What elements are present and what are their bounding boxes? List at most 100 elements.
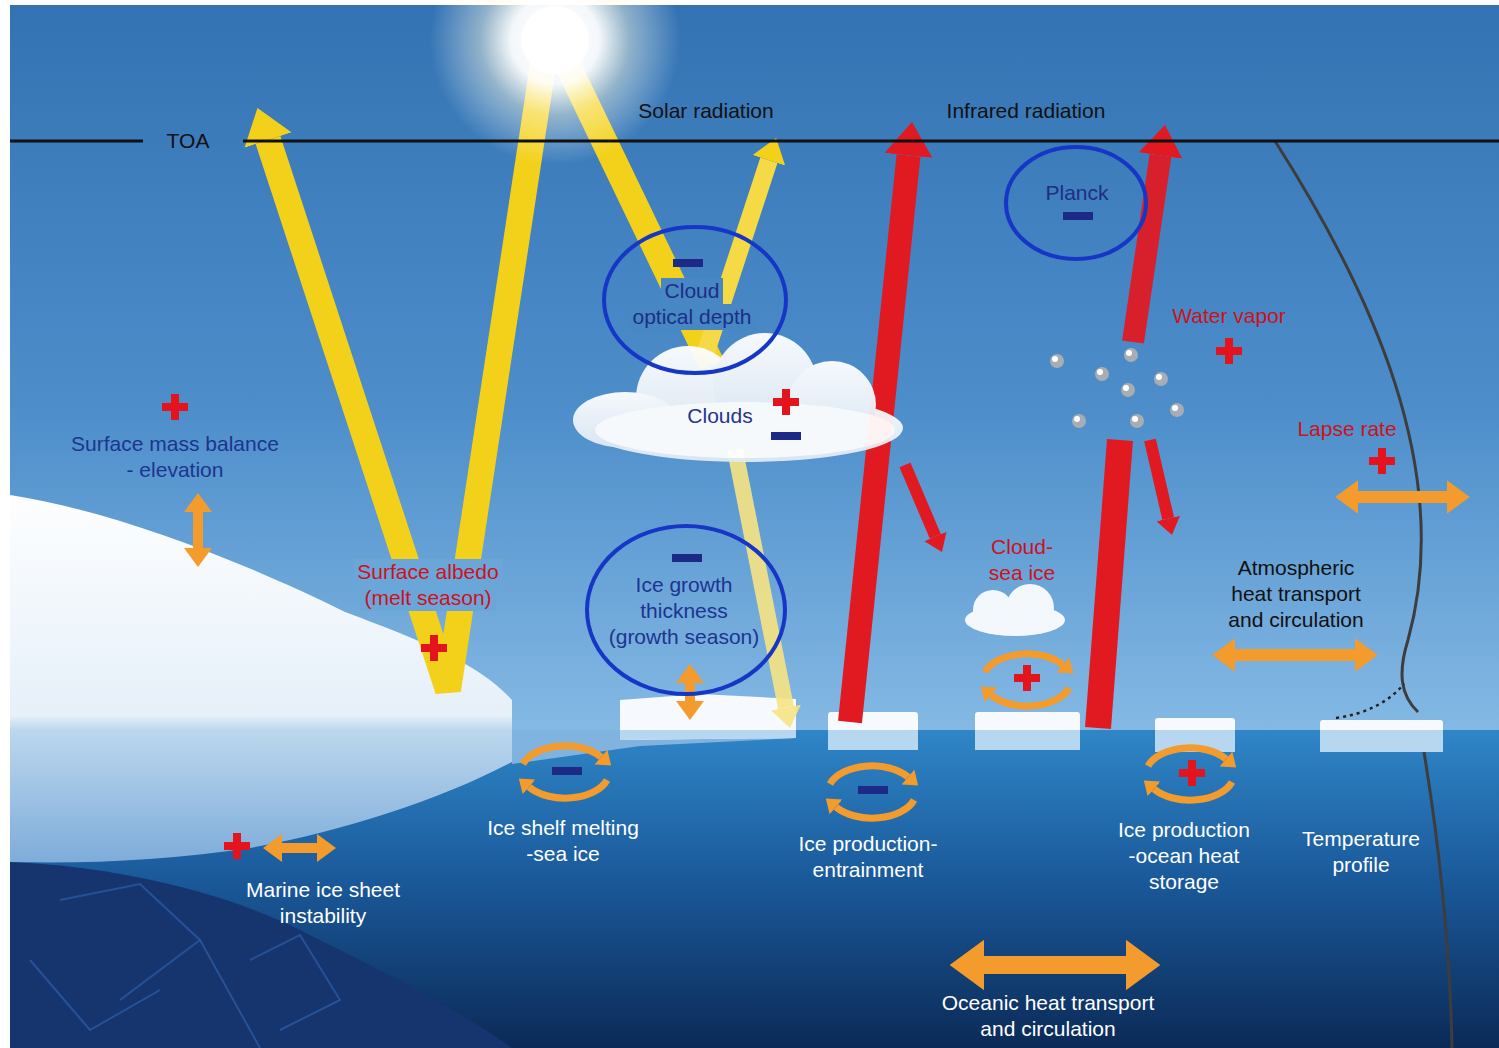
feedback-cycle: [1148, 748, 1232, 800]
negative-feedback-sign: [1063, 212, 1093, 220]
text-line: -ocean heat: [1129, 843, 1240, 869]
text-line: entrainment: [813, 857, 924, 883]
text-line: Atmospheric: [1238, 555, 1355, 581]
feedback-name: Ice growth thickness (growth season): [608, 572, 760, 650]
feedback-cycle: [830, 766, 914, 818]
infrared-arrow: [1098, 440, 1120, 728]
illustration-part: [1156, 374, 1162, 380]
text-line: Ice production: [1118, 817, 1250, 843]
illustration-part: [620, 694, 796, 740]
negative-feedback-sign: [552, 767, 582, 775]
illustration-part: [1126, 350, 1132, 356]
feedback-cycle: [985, 654, 1069, 706]
illustration-part: [836, 800, 914, 818]
text-line: Planck: [1045, 180, 1108, 206]
illustration-part: [1050, 354, 1064, 368]
illustration-part: [60, 884, 200, 1000]
ellipse-shape: [1006, 147, 1146, 259]
feedback-label: Cloud- sea ice: [988, 534, 1056, 586]
ellipse-outline: [585, 524, 787, 696]
toa-line: [243, 140, 1499, 143]
text-line: Surface albedo: [353, 559, 502, 585]
text-line: instability: [280, 903, 366, 929]
text-line: (growth season): [609, 624, 760, 650]
illustration-part: [830, 766, 908, 784]
text-line: (melt season): [360, 585, 495, 611]
illustration-part: [1358, 491, 1447, 503]
illustration-part: [1123, 385, 1129, 391]
feedback-label: Clouds: [687, 403, 754, 429]
feedback-ellipse: Planck: [1004, 145, 1148, 261]
feedback-name: Cloud optical depth: [628, 278, 757, 330]
ellipse-outline: [1004, 145, 1148, 261]
text-line: Lapse rate: [1297, 416, 1396, 442]
feedback-label: Ice production- entrainment: [798, 831, 938, 883]
feedback-label: Infrared radiation: [946, 98, 1106, 124]
illustration-part: [1132, 416, 1138, 422]
text-line: Solar radiation: [638, 98, 773, 124]
text-line: Oceanic heat transport: [942, 990, 1154, 1016]
illustration-part: [30, 960, 160, 1030]
illustration-part: [620, 730, 796, 740]
feedback-label: Solar radiation: [638, 98, 775, 124]
positive-feedback-sign: [421, 635, 447, 661]
illustration-part: [1052, 356, 1058, 362]
text-line: Surface mass balance: [71, 431, 279, 457]
text-line: Clouds: [687, 403, 752, 429]
feedback-label: Lapse rate: [1297, 416, 1398, 442]
text-line: Marine ice sheet: [246, 877, 400, 903]
illustration-part: [1148, 748, 1226, 766]
transport-arrows: [198, 497, 1447, 965]
transmitted-solar-arrow: [735, 450, 786, 708]
feedback-label: Oceanic heat transport and circulation: [941, 990, 1155, 1042]
positive-feedback-sign: [1216, 338, 1242, 364]
illustration-part: [529, 780, 607, 798]
illustration-part: [200, 940, 260, 1048]
text-line: and circulation: [1228, 607, 1363, 633]
reflected-solar-arrow: [706, 160, 769, 352]
feedback-ellipse: Ice growth thickness (growth season): [585, 524, 787, 696]
small-cloud: [965, 584, 1065, 636]
text-line: Water vapor: [1172, 303, 1286, 329]
feedback-label: Surface albedo (melt season): [353, 559, 504, 611]
text-line: optical depth: [628, 304, 755, 330]
illustration-part: [1095, 367, 1109, 381]
illustration-part: [250, 935, 340, 1030]
node-text-group: Ice growth thickness (growth season): [608, 572, 760, 650]
temperature-curve: [1424, 752, 1452, 1048]
text-line: storage: [1149, 869, 1219, 895]
ellipse-shape: [604, 227, 786, 373]
illustration-part: [1074, 416, 1080, 422]
positive-feedback-sign: [773, 389, 799, 415]
text-line: Ice growth: [636, 572, 733, 598]
text-line: Cloud: [661, 278, 724, 304]
water-vapor-molecules: [1050, 348, 1184, 428]
illustration-part: [523, 746, 601, 764]
illustration-part: [193, 512, 203, 548]
ice-shelf-underwater: [512, 730, 796, 764]
illustration-part: [1124, 348, 1138, 362]
ellipse-shape: [587, 526, 785, 694]
illustration-part: [1170, 403, 1184, 417]
illustration-part: [1130, 414, 1144, 428]
feedback-cycle: [523, 746, 607, 798]
feedback-label: TOA: [166, 128, 210, 154]
negative-feedback-sign: [673, 259, 703, 267]
illustration-part: [1172, 405, 1178, 411]
illustration-part: [595, 402, 895, 458]
illustration-part: [984, 956, 1126, 974]
positive-feedback-sign: [162, 394, 188, 420]
illustration-part: [1072, 414, 1086, 428]
text-line: TOA: [167, 128, 210, 154]
cloud: [573, 333, 903, 462]
text-line: - elevation: [127, 457, 224, 483]
text-line: Cloud-: [991, 534, 1053, 560]
illustration-part: [1121, 383, 1135, 397]
ellipse-outline: [602, 225, 788, 375]
text-line: Temperature: [1302, 826, 1420, 852]
inversion-dotted-line: [1336, 684, 1404, 718]
infrared-back-arrow: [1150, 440, 1168, 519]
infrared-back-arrow: [905, 465, 935, 537]
